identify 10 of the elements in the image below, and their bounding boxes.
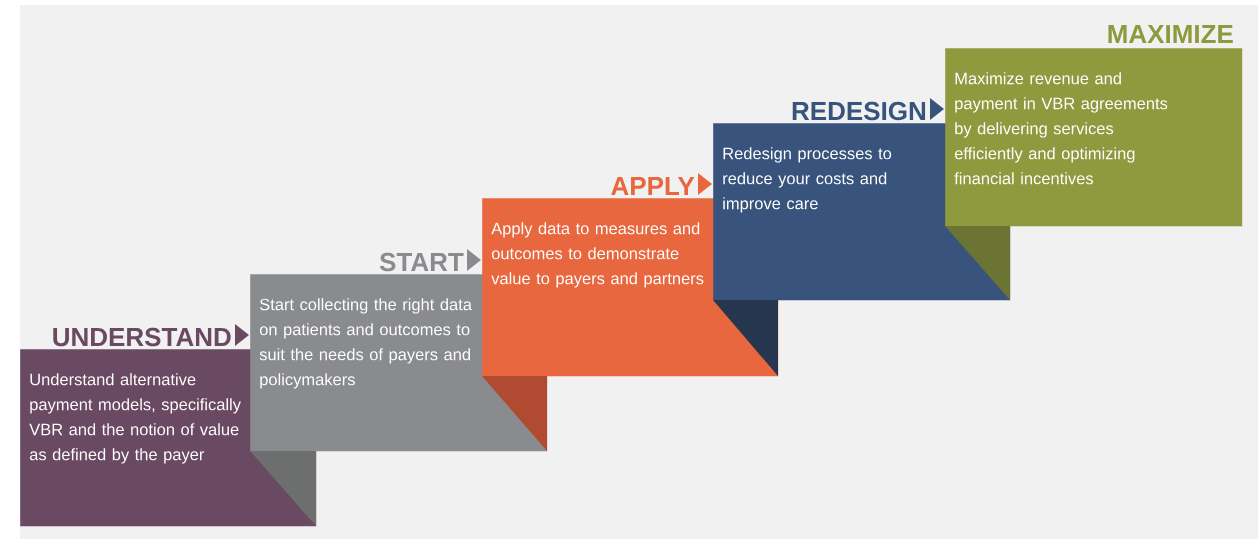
step-heading: UNDERSTAND	[53, 327, 231, 347]
arrow	[930, 98, 944, 120]
step-heading: APPLY	[611, 177, 695, 195]
step-heading: START	[379, 252, 464, 272]
step-heading: MAXIMIZE	[1108, 25, 1233, 43]
step-box: Maximize revenue and payment in VBR agreements by delivering services efficiently and optimizing financial incentives	[945, 48, 1243, 227]
arrow	[235, 324, 249, 346]
step-heading: REDESIGN	[792, 101, 926, 121]
arrow	[698, 173, 712, 195]
arrow	[467, 249, 481, 271]
